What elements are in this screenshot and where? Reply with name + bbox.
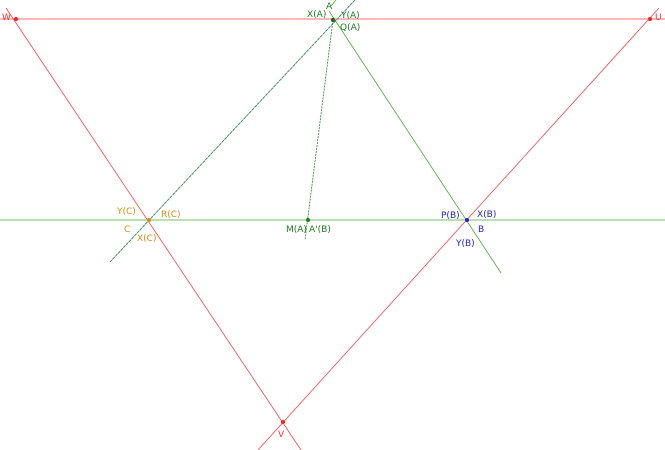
- label-w: W: [2, 13, 11, 23]
- label-c: C: [124, 225, 130, 235]
- line-wv: [5, 7, 302, 450]
- label-ya: Y(A): [340, 11, 360, 21]
- label-apb: A'(B): [309, 225, 331, 235]
- label-yc: Y(C): [116, 207, 136, 217]
- point-b[interactable]: [465, 218, 469, 222]
- label-xa: X(A): [307, 10, 326, 20]
- label-xc: X(C): [137, 234, 156, 244]
- label-b: B: [478, 225, 484, 235]
- point-c[interactable]: [147, 218, 151, 222]
- label-v: V: [278, 430, 285, 440]
- label-qa: Q(A): [340, 23, 360, 33]
- label-ma: M(A): [286, 225, 307, 235]
- label-xb: X(B): [477, 210, 496, 220]
- line-ac-solid: [109, 0, 356, 263]
- label-yb: Y(B): [455, 239, 475, 249]
- label-pb: P(B): [441, 211, 460, 221]
- label-rc: R(C): [161, 210, 181, 220]
- line-median-a: [304, 19, 334, 241]
- point-v[interactable]: [281, 420, 285, 424]
- line-ab: [328, 10, 502, 274]
- point-w[interactable]: [14, 17, 18, 21]
- label-u: U: [655, 13, 662, 23]
- point-u[interactable]: [648, 17, 652, 21]
- point-ma[interactable]: [306, 218, 310, 222]
- point-a[interactable]: [330, 17, 336, 23]
- line-uv: [257, 7, 660, 450]
- line-a-tick: [330, 0, 337, 7]
- label-a: A: [326, 2, 333, 12]
